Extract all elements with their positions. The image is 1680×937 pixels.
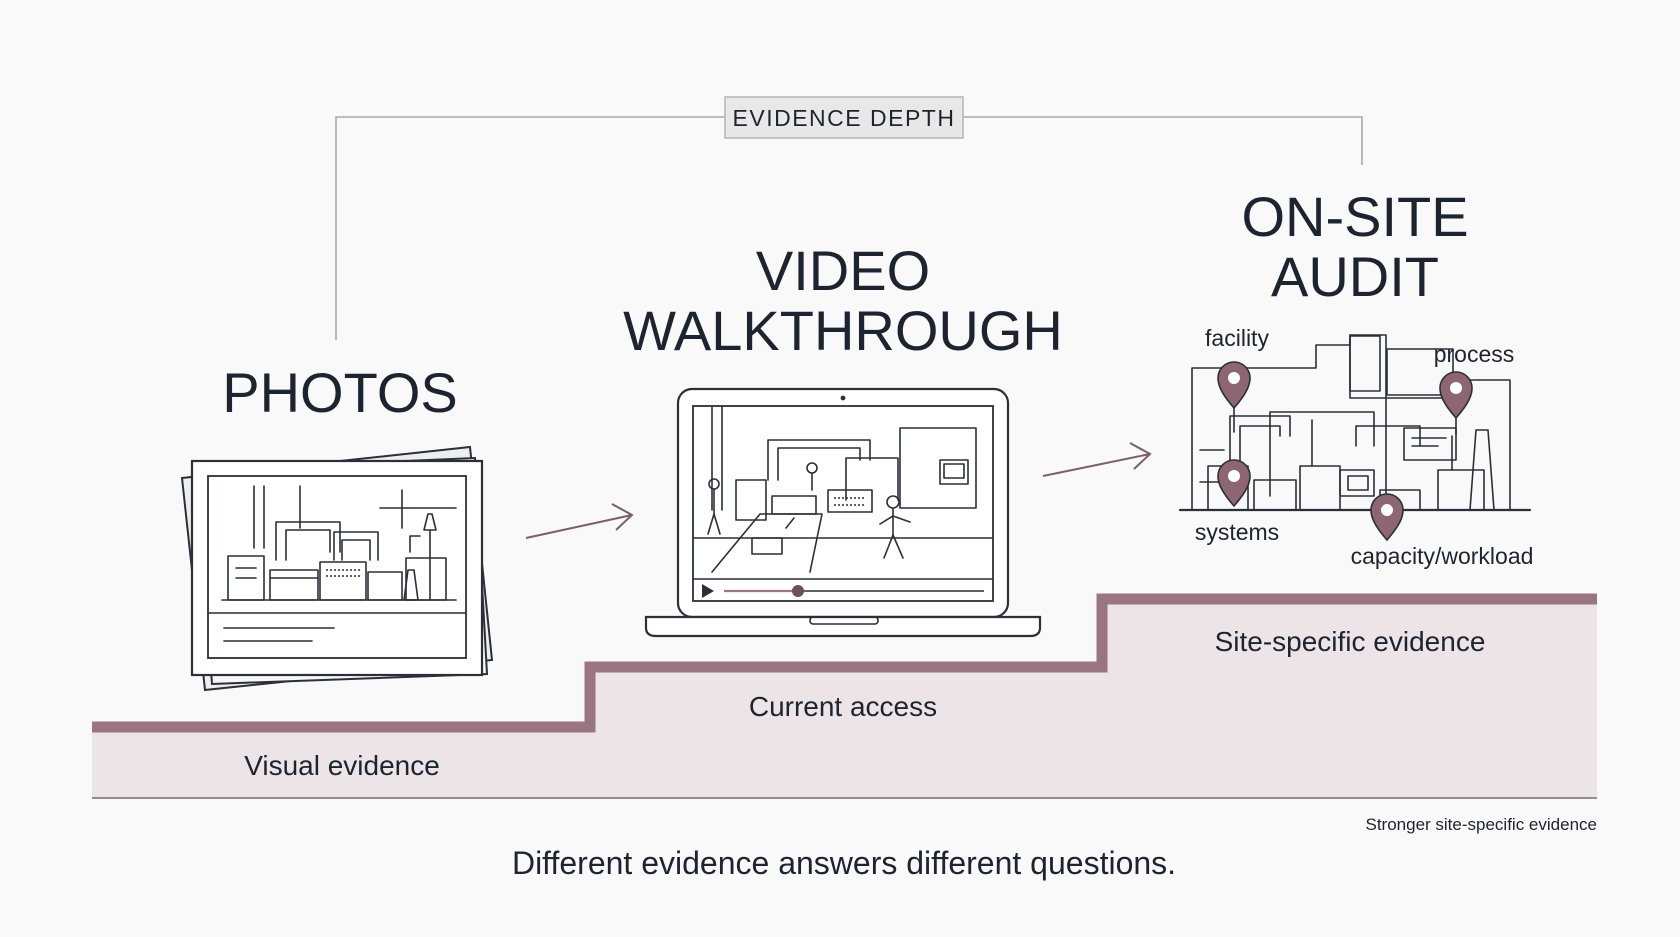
pin-systems-marker xyxy=(1217,459,1251,508)
photos-title: PHOTOS xyxy=(222,361,457,424)
step-label-site: Site-specific evidence xyxy=(1215,626,1486,657)
evidence-depth-tag: EVIDENCE DEPTH xyxy=(724,96,964,139)
pin-capacity-label: capacity/workload xyxy=(1351,543,1534,569)
audit-title-line-2: AUDIT xyxy=(1271,245,1439,308)
laptop-video-icon xyxy=(644,387,1042,638)
arrow-photos-to-video xyxy=(525,503,634,539)
video-title-line-1: VIDEO xyxy=(756,239,930,302)
photo-stack-icon xyxy=(180,445,494,692)
pin-facility-marker xyxy=(1217,361,1251,433)
step-label-visual: Visual evidence xyxy=(244,750,440,781)
step-label-current: Current access xyxy=(749,691,937,722)
axis-note: Stronger site-specific evidence xyxy=(1365,815,1597,834)
site-audit-icon xyxy=(1178,334,1532,512)
pin-process-marker xyxy=(1439,371,1473,435)
pin-facility-label: facility xyxy=(1205,325,1269,351)
video-title-line-2: WALKTHROUGH xyxy=(623,299,1063,362)
arrow-video-to-audit xyxy=(1042,442,1152,477)
pin-process-label: process xyxy=(1434,341,1515,367)
evidence-staircase xyxy=(92,593,1597,799)
audit-title-line-1: ON-SITE xyxy=(1241,185,1468,248)
pin-capacity-marker xyxy=(1370,493,1404,542)
evidence-depth-label: EVIDENCE DEPTH xyxy=(733,105,956,131)
footer-caption: Different evidence answers different que… xyxy=(512,845,1176,881)
pin-systems-label: systems xyxy=(1195,519,1279,545)
